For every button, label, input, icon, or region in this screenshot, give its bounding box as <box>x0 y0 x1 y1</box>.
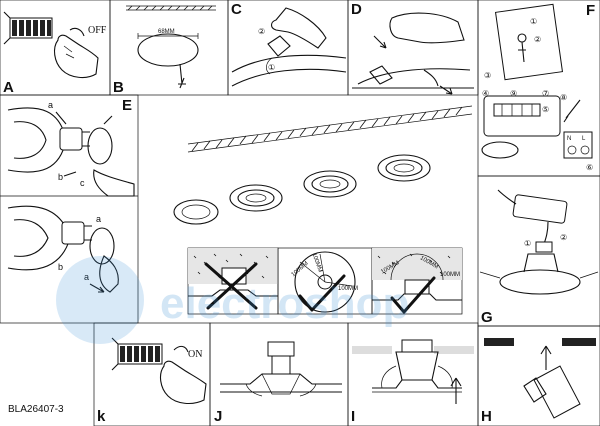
transformer-box <box>512 194 568 224</box>
downlight <box>377 154 431 182</box>
svg-text:100MM: 100MM <box>291 261 310 278</box>
svg-text:⑨: ⑨ <box>510 89 517 98</box>
hand-icon <box>99 255 119 293</box>
svg-text:L: L <box>582 136 586 142</box>
hand-icon <box>159 360 207 405</box>
screwdriver-icon <box>563 99 581 123</box>
downlight <box>229 184 283 212</box>
hand-icon <box>389 12 465 44</box>
arrow-up-icon <box>540 345 552 370</box>
cutout-dimension-label: 68MM <box>158 29 175 35</box>
mounting-plate <box>494 3 564 81</box>
svg-text:100MM: 100MM <box>440 272 460 278</box>
svg-text:②: ② <box>560 233 567 242</box>
svg-text:⑤: ⑤ <box>542 105 549 114</box>
luminaire-body <box>499 269 581 295</box>
lamp-bulb <box>59 127 90 151</box>
svg-text:②: ② <box>534 35 541 44</box>
arrow-icon <box>89 283 105 293</box>
example-clearance-right: 100MM 100MM 100MM <box>371 247 463 315</box>
breaker-switches <box>12 20 51 36</box>
svg-text:①: ① <box>530 17 537 26</box>
switch-on-label: ON <box>188 349 202 360</box>
panel-g-connector: ① ② G <box>479 189 599 326</box>
panel-j-installed: J <box>214 341 342 425</box>
panel-b-cutout: 68MM B <box>113 5 216 96</box>
panel-label-j: J <box>214 408 222 425</box>
svg-text:①: ① <box>524 239 531 248</box>
rotate-arrow-icon <box>69 27 85 37</box>
watermark: electroshop <box>56 256 409 344</box>
watermark-logo-icon <box>56 256 144 344</box>
svg-text:a: a <box>48 100 53 110</box>
screw-icon <box>518 41 526 63</box>
finger-icon <box>423 69 439 87</box>
downlight <box>173 199 219 225</box>
terminal-block <box>493 103 541 117</box>
ceiling-hatch <box>187 105 473 153</box>
rotate-arrow-icon <box>173 345 189 353</box>
downlight <box>303 170 357 198</box>
hand-icon <box>53 34 99 79</box>
hand-icon <box>93 169 135 197</box>
check-icon <box>390 276 436 314</box>
svg-text:③: ③ <box>484 71 491 80</box>
panel-h-insert: H <box>481 338 596 425</box>
svg-text:b: b <box>58 172 63 182</box>
panel-f-wiring: ① ② ③ ④ ⑨ ⑦ ⑤ ⑧ N L ⑥ F <box>481 2 595 172</box>
svg-text:a: a <box>84 272 89 282</box>
panel-label-e: E <box>122 97 132 114</box>
panel-i-push: I <box>351 339 474 425</box>
arrow-icon <box>439 85 453 95</box>
hand-icon <box>270 7 327 49</box>
panel-label-g: G <box>481 309 493 326</box>
panel-e-lamp-socket: E a b c a b a <box>0 97 138 293</box>
watermark-text: electroshop <box>160 279 409 328</box>
panel-label-h: H <box>481 408 492 425</box>
cross-icon <box>204 262 258 310</box>
ceiling-hatch <box>126 5 216 11</box>
panel-k-switch-on: ON k <box>97 337 207 425</box>
svg-text:⑧: ⑧ <box>560 93 567 102</box>
panel-label-k: k <box>97 408 106 425</box>
arrow-icon <box>55 111 113 177</box>
cutout-hole <box>137 33 199 67</box>
luminaire-body <box>523 365 581 419</box>
retaining-clip <box>87 127 113 165</box>
switch-off-label: OFF <box>88 25 107 36</box>
panel-label-i: I <box>351 408 355 425</box>
svg-text:100MM: 100MM <box>310 252 322 273</box>
panel-label-c: C <box>231 1 242 18</box>
svg-text:100MM: 100MM <box>338 286 358 292</box>
arrow-up-icon <box>450 377 462 404</box>
step-1-label: ① <box>268 63 275 72</box>
check-icon <box>298 274 346 312</box>
plug-icon <box>535 241 553 253</box>
svg-text:a: a <box>96 214 101 224</box>
panel-c-spring-clip: ② ① C <box>231 1 347 87</box>
panel-d-insert: D <box>351 1 474 95</box>
breaker-switches <box>120 346 160 362</box>
retaining-clip <box>89 227 115 265</box>
arrow-icon <box>373 35 387 49</box>
panel-label-d: D <box>351 1 362 18</box>
panel-label-f: F <box>586 2 595 19</box>
cable-icon <box>178 63 186 89</box>
svg-text:④: ④ <box>482 89 489 98</box>
step-2-label: ② <box>258 27 265 36</box>
example-insulation-wrong <box>187 247 279 315</box>
panel-a-switch-off: OFF A <box>3 11 107 96</box>
lamp-bulb <box>61 221 92 245</box>
svg-text:⑥: ⑥ <box>586 163 593 172</box>
panel-label-a: A <box>3 79 14 96</box>
svg-text:⑦: ⑦ <box>542 89 549 98</box>
svg-text:N: N <box>567 136 571 142</box>
svg-text:b: b <box>58 262 63 272</box>
center-ceiling-view <box>173 105 473 225</box>
document-code: BLA26407-3 <box>8 404 64 415</box>
svg-text:c: c <box>80 178 85 188</box>
panel-label-b: B <box>113 79 124 96</box>
